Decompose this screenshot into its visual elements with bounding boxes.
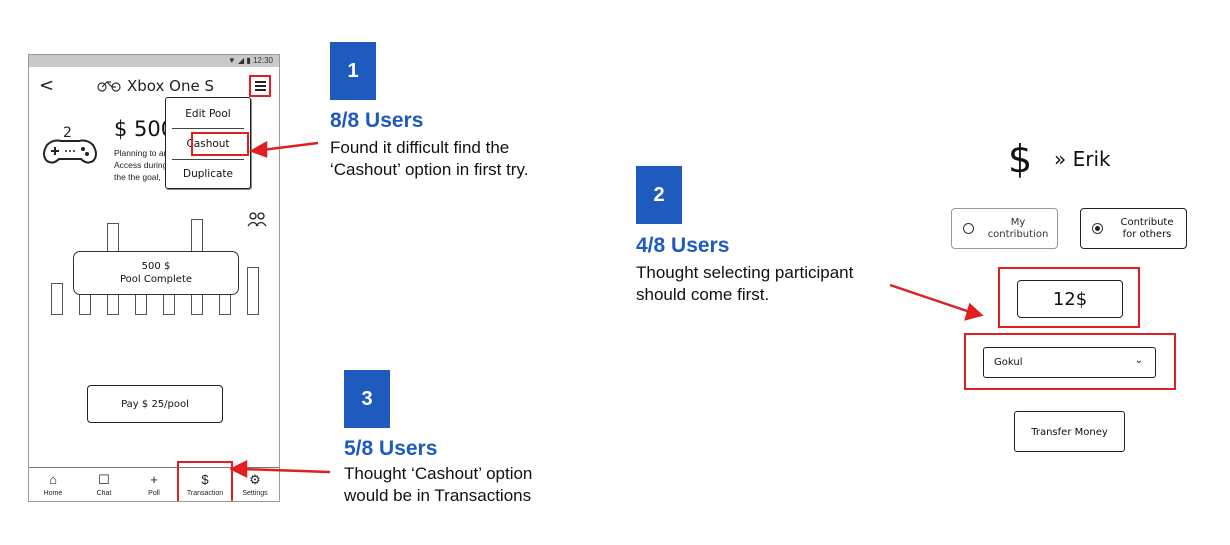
tab-transaction[interactable]: $ Transaction xyxy=(183,472,227,497)
tab-label: Chat xyxy=(96,490,112,497)
arrow-to-amount xyxy=(889,283,971,314)
tab-home[interactable]: ⌂ Home xyxy=(31,472,75,497)
arrowhead xyxy=(964,302,984,321)
menu-button[interactable] xyxy=(249,75,271,97)
status-bar: ▼ ◢ ▮ 12:30 xyxy=(29,55,279,67)
menu-divider xyxy=(172,128,244,129)
bottom-tab-bar: ⌂ Home ☐ Chat + Poll $ Transaction ⚙ Set… xyxy=(29,467,279,501)
plus-icon: + xyxy=(150,472,158,487)
annotation-number-2: 2 xyxy=(636,166,682,224)
menu-item-cashout[interactable]: Cashout xyxy=(186,138,230,150)
tab-chat[interactable]: ☐ Chat xyxy=(82,472,126,497)
option-label-line: My xyxy=(1010,217,1026,228)
home-icon: ⌂ xyxy=(49,472,57,487)
back-button[interactable]: < xyxy=(39,75,55,96)
contribute-others-option[interactable]: Contribute for others xyxy=(1080,208,1187,249)
annotation-note-2: Thought selecting participant should com… xyxy=(636,262,853,306)
annotation-number-1: 1 xyxy=(330,42,376,100)
pool-options-menu: Edit Pool Cashout Duplicate xyxy=(165,97,251,189)
participants-icon[interactable] xyxy=(247,212,267,228)
annotation-note-1: Found it difficult find the ‘Cashout’ op… xyxy=(330,137,528,181)
tab-label: Settings xyxy=(242,490,268,497)
bike-icon xyxy=(97,81,121,92)
progress-bar xyxy=(51,283,63,315)
gear-icon: ⚙ xyxy=(249,472,261,487)
arrowhead xyxy=(229,459,248,479)
phone-wireframe: ▼ ◢ ▮ 12:30 < Xbox One S 2 $ 500 Plannin… xyxy=(28,54,280,502)
page-title: Xbox One S xyxy=(127,77,214,95)
participant-highlight xyxy=(964,333,1176,390)
cashout-highlight xyxy=(191,132,249,156)
note-line: Found it difficult find the xyxy=(330,138,510,157)
note-line: would be in Transactions xyxy=(344,486,532,505)
amount-input[interactable]: 12$ xyxy=(1017,280,1123,318)
annotation-note-3: Thought ‘Cashout’ option would be in Tra… xyxy=(344,463,532,507)
participant-value: Gokul xyxy=(994,357,1023,368)
note-line: ‘Cashout’ option in first try. xyxy=(330,160,529,179)
menu-line xyxy=(254,89,266,91)
annotation-users-2: 4/8 Users xyxy=(636,234,730,257)
radio-selected-dot xyxy=(1095,226,1100,231)
pool-status: Pool Complete xyxy=(119,274,193,285)
menu-divider xyxy=(172,159,244,160)
menu-item-edit-pool[interactable]: Edit Pool xyxy=(185,108,231,120)
amount-highlight xyxy=(998,267,1140,328)
pay-button[interactable]: Pay $ 25/pool xyxy=(87,385,223,423)
transfer-money-button[interactable]: Transfer Money xyxy=(1014,411,1125,452)
note-line: should come first. xyxy=(636,285,770,304)
menu-line xyxy=(254,85,266,87)
arrow-to-cashout xyxy=(261,141,319,152)
pool-total: 500 $ xyxy=(141,261,171,272)
radio-circle xyxy=(963,223,974,234)
tab-label: Transaction xyxy=(186,490,224,497)
tab-label: Poll xyxy=(148,490,160,497)
annotation-number-3: 3 xyxy=(344,370,390,428)
tab-poll[interactable]: + Poll xyxy=(132,472,176,497)
svg-text:2: 2 xyxy=(63,125,72,141)
participant-select[interactable]: Gokul ⌄ xyxy=(983,347,1156,378)
arrow-to-transaction xyxy=(241,467,331,474)
chat-icon: ☐ xyxy=(98,472,110,487)
menu-item-duplicate[interactable]: Duplicate xyxy=(182,168,234,180)
option-label: Contribute for others xyxy=(1111,217,1183,241)
pool-amount: $ 500 xyxy=(114,117,175,141)
option-label-line: Contribute xyxy=(1120,217,1174,228)
status-time: ▼ ◢ ▮ 12:30 xyxy=(227,56,273,65)
option-label: My contribution xyxy=(982,217,1054,241)
annotation-users-3: 5/8 Users xyxy=(344,437,438,460)
note-line: Thought selecting participant xyxy=(636,263,854,282)
transaction-tab-highlight xyxy=(177,461,233,501)
arrowhead xyxy=(249,140,268,158)
my-contribution-option[interactable]: My contribution xyxy=(951,208,1058,249)
pool-title-bar: Xbox One S xyxy=(97,77,214,95)
gamepad-icon: 2 xyxy=(43,125,97,164)
chevron-down-icon: ⌄ xyxy=(1134,355,1143,366)
tab-settings[interactable]: ⚙ Settings xyxy=(233,472,277,497)
pool-complete-card: 500 $ Pool Complete xyxy=(73,251,239,295)
currency-symbol: $ xyxy=(1008,137,1033,181)
note-line: Thought ‘Cashout’ option xyxy=(344,464,533,483)
radio-circle xyxy=(1092,223,1103,234)
annotation-users-1: 8/8 Users xyxy=(330,109,424,132)
option-label-line: contribution xyxy=(987,229,1049,240)
recipient-name: » Erik xyxy=(1054,147,1111,171)
tab-label: Home xyxy=(43,490,63,497)
pool-description: Planning to and Access during the the go… xyxy=(114,148,174,182)
menu-line xyxy=(254,81,266,83)
progress-bar xyxy=(247,267,259,315)
option-label-line: for others xyxy=(1122,229,1172,240)
dollar-icon: $ xyxy=(201,472,209,487)
